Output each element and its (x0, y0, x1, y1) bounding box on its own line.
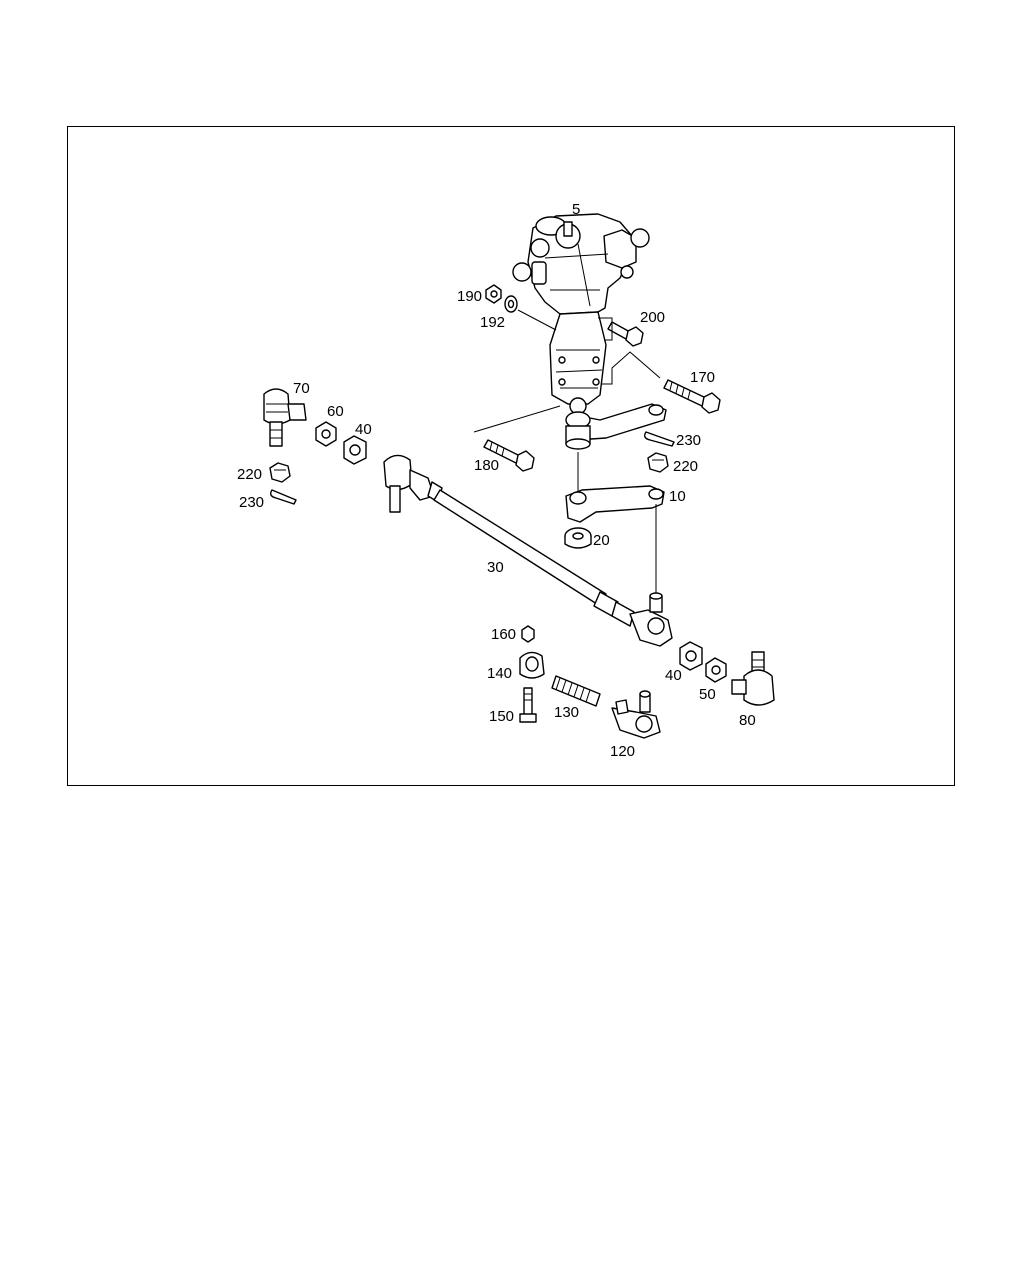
label-230-right: 230 (676, 432, 701, 449)
label-170: 170 (690, 369, 715, 386)
bolt-180 (483, 439, 535, 472)
nut-40-upper (343, 435, 367, 465)
label-230-left: 230 (239, 494, 264, 511)
idler-arm-10 (565, 485, 665, 523)
label-190: 190 (457, 288, 482, 305)
nut-190 (485, 284, 502, 304)
label-70: 70 (293, 380, 310, 397)
label-160: 160 (491, 626, 516, 643)
label-50: 50 (699, 686, 716, 703)
castle-nut-220-left (269, 462, 291, 483)
label-20: 20 (593, 532, 610, 549)
label-40-upper: 40 (355, 421, 372, 438)
label-140: 140 (487, 665, 512, 682)
leader-170 (602, 351, 661, 385)
bolt-150 (519, 687, 537, 723)
tie-rod-end-70 (263, 388, 307, 447)
adjusting-sleeve-130 (551, 675, 601, 707)
label-40-lower: 40 (665, 667, 682, 684)
cotter-pin-230-right (643, 431, 675, 447)
bolt-170 (663, 379, 721, 414)
castle-nut-220-right (647, 452, 669, 473)
tie-rod-end-120 (611, 690, 661, 739)
nut-40-lower (679, 641, 703, 671)
steering-gear-box (512, 213, 650, 415)
nut-160 (521, 625, 535, 643)
clamp-140 (519, 651, 545, 679)
label-220-left: 220 (237, 466, 262, 483)
label-180: 180 (474, 457, 499, 474)
label-130: 130 (554, 704, 579, 721)
leader-180 (473, 405, 561, 433)
leader-192 (517, 309, 557, 331)
bushing-20 (564, 527, 592, 549)
label-200: 200 (640, 309, 665, 326)
tie-rod-end-80 (731, 651, 775, 706)
label-150: 150 (489, 708, 514, 725)
pitman-arm-upper (565, 403, 667, 450)
washer-192 (504, 295, 518, 313)
nut-60 (315, 421, 337, 447)
label-120: 120 (610, 743, 635, 760)
cotter-pin-230-left (269, 489, 297, 505)
center-tie-rod-30 (383, 454, 673, 647)
leader-200 (598, 317, 613, 341)
nut-50 (705, 657, 727, 683)
label-192: 192 (480, 314, 505, 331)
label-60: 60 (327, 403, 344, 420)
bolt-200 (607, 321, 644, 347)
label-220-right: 220 (673, 458, 698, 475)
label-5: 5 (572, 201, 580, 218)
label-30: 30 (487, 559, 504, 576)
label-80: 80 (739, 712, 756, 729)
label-10: 10 (669, 488, 686, 505)
